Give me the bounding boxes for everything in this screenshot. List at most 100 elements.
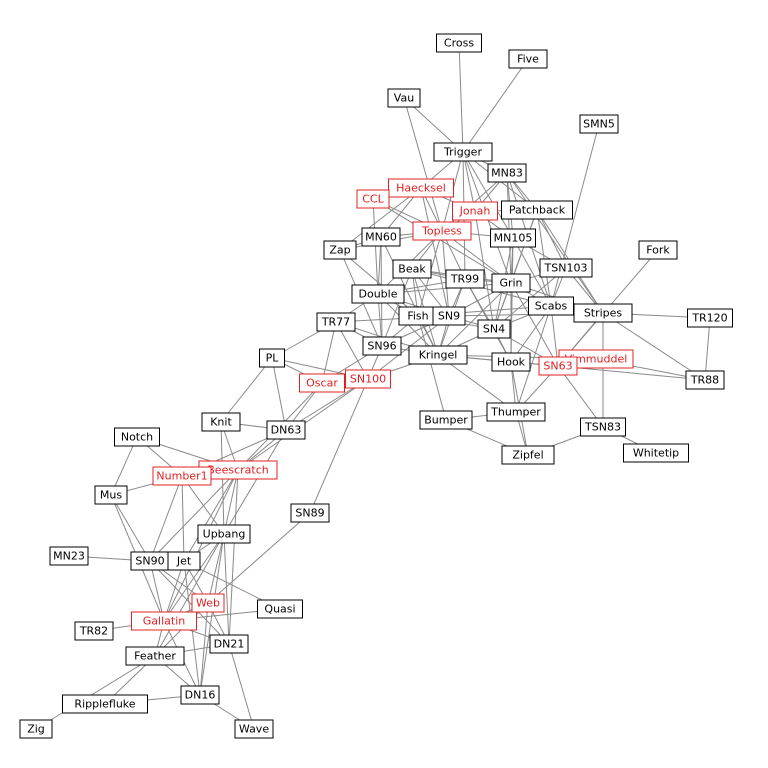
edge-number1-jet [181, 475, 185, 562]
node-topless[interactable]: Topless [412, 221, 472, 241]
node-mn60[interactable]: MN60 [361, 227, 401, 247]
node-box [419, 410, 473, 430]
node-box [180, 685, 220, 705]
node-sn4[interactable]: SN4 [477, 319, 511, 339]
node-label: Oscar [306, 377, 338, 390]
node-label: Bumper [424, 414, 468, 427]
node-tr77[interactable]: TR77 [316, 312, 356, 332]
node-dn63[interactable]: DN63 [266, 420, 306, 440]
node-gallatin[interactable]: Gallatin [131, 611, 197, 631]
node-tsn83[interactable]: TSN83 [580, 417, 626, 437]
node-label: Web [196, 597, 220, 610]
node-mus[interactable]: Mus [94, 485, 128, 505]
node-sn89[interactable]: SN89 [290, 503, 330, 523]
node-sn63[interactable]: SN63 [538, 356, 578, 376]
node-label: TR120 [691, 312, 727, 325]
node-cross[interactable]: Cross [436, 33, 482, 53]
node-beak[interactable]: Beak [392, 259, 432, 279]
node-label: Gallatin [143, 615, 185, 628]
node-box [392, 259, 432, 279]
node-zig[interactable]: Zig [19, 719, 53, 739]
node-label: Topless [421, 225, 462, 238]
node-oscar[interactable]: Oscar [299, 373, 345, 393]
node-sn9[interactable]: SN9 [432, 306, 466, 326]
node-box [477, 319, 511, 339]
node-dn16[interactable]: DN16 [180, 685, 220, 705]
node-wave[interactable]: Wave [234, 719, 274, 739]
edge-beescratch-dn21 [228, 469, 239, 645]
node-haecksel[interactable]: Haecksel [388, 178, 454, 198]
node-label: Trigger [443, 146, 482, 159]
node-stripes[interactable]: Stripes [573, 303, 633, 323]
node-quasi[interactable]: Quasi [257, 599, 303, 619]
node-label: Five [517, 53, 539, 66]
node-mn23[interactable]: MN23 [49, 546, 89, 566]
node-label: TR77 [321, 316, 350, 329]
node-trigger[interactable]: Trigger [433, 142, 493, 162]
node-zipfel[interactable]: Zipfel [501, 445, 555, 465]
node-dn21[interactable]: DN21 [209, 634, 249, 654]
node-five[interactable]: Five [508, 49, 548, 69]
node-box [345, 369, 391, 389]
node-web[interactable]: Web [191, 593, 225, 613]
node-number1[interactable]: Number1 [152, 466, 212, 486]
edge-beescratch-gallatin [163, 469, 239, 622]
node-patchback[interactable]: Patchback [501, 200, 573, 220]
node-label: Beak [398, 263, 426, 276]
edge-beescratch-upbang [223, 469, 239, 535]
node-tr120[interactable]: TR120 [687, 308, 733, 328]
node-tr99[interactable]: TR99 [445, 269, 485, 289]
node-grin[interactable]: Grin [491, 273, 531, 293]
node-box [687, 308, 733, 328]
node-box [197, 524, 251, 544]
node-jet[interactable]: Jet [167, 551, 201, 571]
node-box [436, 33, 482, 53]
node-ripplefluke[interactable]: Ripplefluke [62, 694, 148, 714]
node-whitetip[interactable]: Whitetip [623, 443, 689, 463]
node-sn100[interactable]: SN100 [345, 369, 391, 389]
edge-upbang-dn16 [199, 533, 225, 696]
edge-patchback-scabs [536, 209, 552, 307]
node-feather[interactable]: Feather [125, 646, 185, 666]
edge-cross-trigger [458, 42, 464, 153]
node-fork[interactable]: Fork [638, 240, 678, 260]
node-smn5[interactable]: SMN5 [579, 114, 619, 134]
node-sn90[interactable]: SN90 [130, 551, 170, 571]
node-mn83[interactable]: MN83 [487, 163, 527, 183]
node-label: Knit [210, 416, 232, 429]
node-hook[interactable]: Hook [491, 352, 531, 372]
node-double[interactable]: Double [351, 284, 405, 304]
node-mn105[interactable]: MN105 [490, 228, 536, 248]
node-kringel[interactable]: Kringel [408, 345, 468, 365]
node-tr88[interactable]: TR88 [685, 370, 725, 390]
node-box [62, 694, 148, 714]
edge-number1-sn90 [149, 475, 183, 562]
edge-sn63-tsn83 [557, 365, 604, 428]
node-knit[interactable]: Knit [201, 412, 241, 432]
node-jonah[interactable]: Jonah [452, 201, 498, 221]
node-box [266, 420, 306, 440]
node-fish[interactable]: Fish [398, 306, 438, 326]
node-tr82[interactable]: TR82 [74, 621, 114, 641]
node-label: Haecksel [396, 182, 446, 195]
node-zap[interactable]: Zap [323, 240, 357, 260]
node-bumper[interactable]: Bumper [419, 410, 473, 430]
node-sn96[interactable]: SN96 [362, 336, 402, 356]
edge-pl-dn63 [271, 357, 287, 431]
node-ccl[interactable]: CCL [356, 189, 390, 209]
node-scabs[interactable]: Scabs [528, 296, 574, 316]
node-tsn103[interactable]: TSN103 [539, 258, 593, 278]
edge-mn105-scabs [512, 237, 552, 307]
node-vau[interactable]: Vau [387, 88, 421, 108]
node-box [452, 201, 498, 221]
node-beescratch[interactable]: Beescratch [198, 460, 278, 480]
node-label: Number1 [156, 470, 207, 483]
node-notch[interactable]: Notch [114, 427, 160, 447]
node-thumper[interactable]: Thumper [486, 402, 546, 422]
node-pl[interactable]: PL [259, 348, 285, 368]
node-upbang[interactable]: Upbang [197, 524, 251, 544]
edge-scabs-thumper [515, 305, 552, 413]
node-box [351, 284, 405, 304]
node-box [257, 599, 303, 619]
node-box [388, 178, 454, 198]
